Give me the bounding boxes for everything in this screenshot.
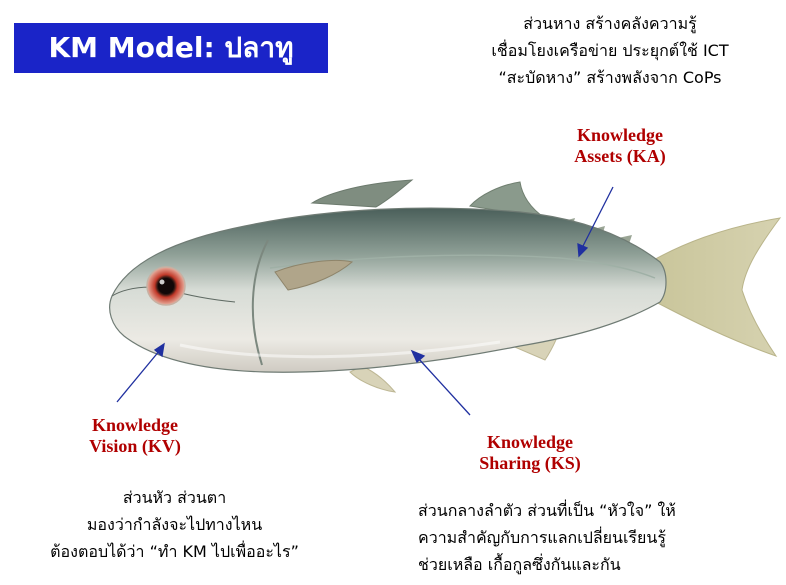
arrow-ks bbox=[417, 357, 471, 416]
tail-line: เชื่อมโยงเครือข่าย ประยุกต์ใช้ ICT bbox=[491, 41, 729, 60]
gill-cover bbox=[251, 239, 269, 366]
body-line: ความสำคัญกับการแลกเปลี่ยนเรียนรู้ bbox=[418, 528, 666, 547]
page-title: KM Model: ปลาทู bbox=[14, 23, 328, 73]
body-line: ช่วยเหลือ เกื้อกูลซึ่งกันและกัน bbox=[418, 555, 621, 574]
dorsal-fin-front bbox=[310, 179, 414, 208]
pelvic-fin bbox=[349, 365, 397, 393]
label-line: Knowledge bbox=[576, 125, 663, 145]
label-line: Knowledge bbox=[91, 415, 178, 435]
arrow-ks-head bbox=[410, 349, 426, 364]
knowledge-sharing-label: Knowledge Sharing (KS) bbox=[440, 432, 620, 474]
body-description: ส่วนกลางลำตัว ส่วนที่เป็น “หัวใจ” ให้ คว… bbox=[418, 497, 786, 578]
tail-line: ส่วนหาง สร้างคลังความรู้ bbox=[523, 14, 697, 33]
arrow-ka-head bbox=[577, 242, 589, 258]
tail-line: “สะบัดหาง” สร้างพลังจาก CoPs bbox=[498, 68, 722, 87]
knowledge-assets-label: Knowledge Assets (KA) bbox=[530, 125, 710, 167]
arrow-ka bbox=[581, 186, 614, 249]
label-line: Sharing (KS) bbox=[479, 453, 581, 473]
head-description: ส่วนหัว ส่วนตา มองว่ากำลังจะไปทางไหน ต้อ… bbox=[2, 484, 347, 565]
tail-fin bbox=[649, 217, 782, 357]
arrow-kv-head bbox=[153, 342, 165, 358]
label-line: Vision (KV) bbox=[89, 436, 181, 456]
body-line: ส่วนกลางลำตัว ส่วนที่เป็น “หัวใจ” ให้ bbox=[418, 501, 676, 520]
label-line: Assets (KA) bbox=[574, 146, 666, 166]
fish-body bbox=[109, 207, 667, 373]
dorsal-fin-rear bbox=[469, 181, 546, 219]
head-line: ต้องตอบได้ว่า “ทำ KM ไปเพื่ออะไร” bbox=[50, 542, 299, 561]
knowledge-vision-label: Knowledge Vision (KV) bbox=[55, 415, 215, 457]
label-line: Knowledge bbox=[486, 432, 573, 452]
head-line: มองว่ากำลังจะไปทางไหน bbox=[86, 515, 263, 534]
head-line: ส่วนหัว ส่วนตา bbox=[122, 488, 227, 507]
arrow-kv bbox=[116, 349, 161, 403]
pectoral-fin bbox=[274, 259, 354, 291]
tail-description: ส่วนหาง สร้างคลังความรู้ เชื่อมโยงเครือข… bbox=[440, 10, 780, 91]
